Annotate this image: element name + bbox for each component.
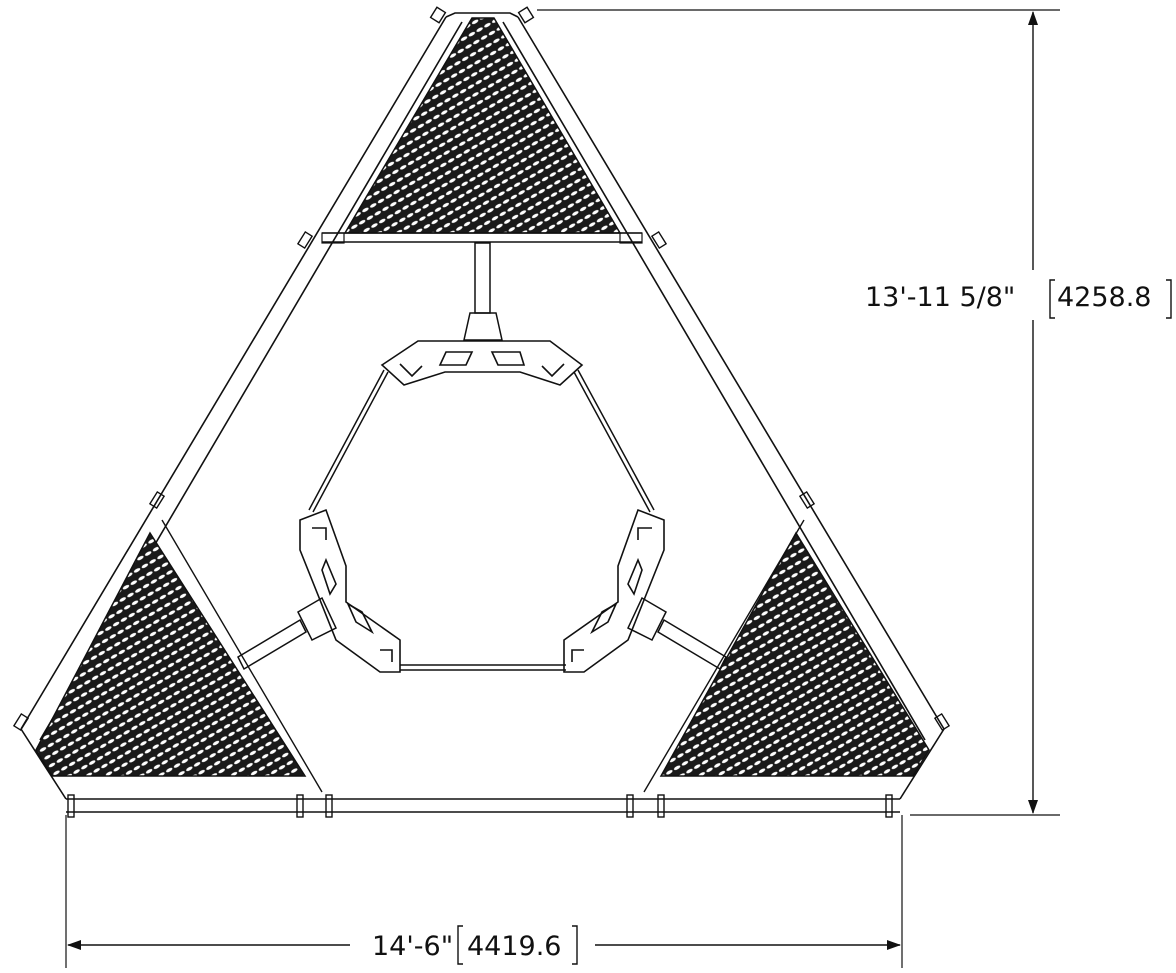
width-dimension: 14'-6" 4419.6 — [65, 815, 903, 968]
hex-ring — [308, 369, 655, 671]
mesh-panel-top — [321, 17, 643, 244]
height-dimension: 13'-11 5/8" 4258.8 — [537, 9, 1172, 816]
mesh-panel-bottom-right — [643, 519, 930, 793]
outer-frame — [20, 12, 945, 813]
hub-plate-top — [380, 340, 584, 386]
width-imperial-label: 14'-6" — [372, 931, 453, 962]
mesh-panel-bottom-left — [35, 519, 323, 793]
height-imperial-label: 13'-11 5/8" — [865, 282, 1015, 313]
frame-joints — [12, 6, 951, 818]
height-metric-label: 4258.8 — [1057, 282, 1151, 313]
hub-plate-left — [299, 508, 401, 673]
struts — [237, 242, 727, 671]
width-metric-label: 4419.6 — [467, 931, 561, 962]
hub-plate-right — [563, 508, 665, 673]
